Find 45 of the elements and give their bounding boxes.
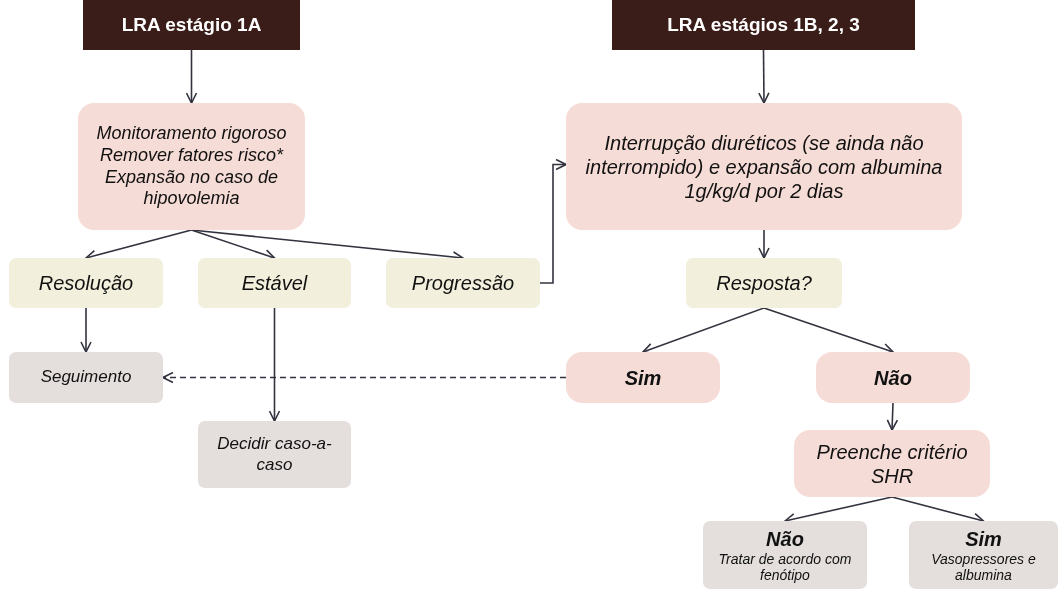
box-text: Seguimento bbox=[40, 367, 132, 388]
result-box bbox=[198, 421, 351, 488]
box-text: Progressão bbox=[411, 271, 515, 295]
process-box bbox=[566, 103, 962, 230]
result-box bbox=[909, 521, 1058, 589]
title-text: LRA estágios 1B, 2, 3 bbox=[667, 14, 860, 36]
arrow bbox=[268, 307, 281, 422]
box-text: Monitoramento rigoroso bbox=[96, 123, 287, 145]
answer-box bbox=[816, 352, 970, 403]
box-text: Remover fatores risco* bbox=[99, 144, 284, 167]
dashed-arrow bbox=[162, 371, 567, 384]
title-box bbox=[83, 0, 300, 50]
arrow bbox=[190, 229, 276, 261]
result-box bbox=[703, 521, 867, 589]
box-text: Estável bbox=[241, 271, 308, 295]
box-text: Resolução bbox=[38, 271, 134, 295]
action-text: Tratar de acordo com fenótipo bbox=[717, 550, 853, 584]
box-text: Sim bbox=[624, 365, 662, 390]
action-text: Vasopressores e albumina bbox=[930, 550, 1037, 584]
box-text: Preenche critério SHR bbox=[815, 439, 969, 488]
arrow bbox=[886, 402, 899, 431]
outcome-box bbox=[386, 258, 540, 308]
box-text: Não bbox=[874, 365, 912, 390]
box-text: Interrupção diuréticos (se ainda não interrompido) e expansão com albumina 1g/kg/d por 2 dias bbox=[584, 130, 944, 203]
arrow bbox=[763, 307, 894, 355]
outcome-box bbox=[9, 258, 163, 308]
arrow bbox=[185, 49, 198, 104]
outcome-box bbox=[198, 258, 351, 308]
result-box bbox=[9, 352, 163, 403]
decision-box bbox=[794, 430, 990, 497]
box-text: Decidir caso-a-caso bbox=[216, 434, 333, 475]
arrow bbox=[642, 307, 765, 355]
box-text: Resposta? bbox=[716, 271, 812, 295]
answer-box bbox=[566, 352, 720, 403]
answer-heading: Sim bbox=[965, 526, 1002, 551]
process-box bbox=[78, 103, 305, 230]
arrow bbox=[539, 158, 567, 284]
arrow bbox=[758, 229, 770, 259]
answer-heading: Não bbox=[766, 526, 804, 551]
box-text: Expansão no caso de hipovolemia bbox=[103, 166, 280, 210]
title-box bbox=[612, 0, 915, 50]
arrow bbox=[80, 307, 92, 353]
arrow bbox=[758, 49, 770, 104]
decision-box bbox=[686, 258, 842, 308]
title-text: LRA estágio 1A bbox=[121, 14, 262, 36]
